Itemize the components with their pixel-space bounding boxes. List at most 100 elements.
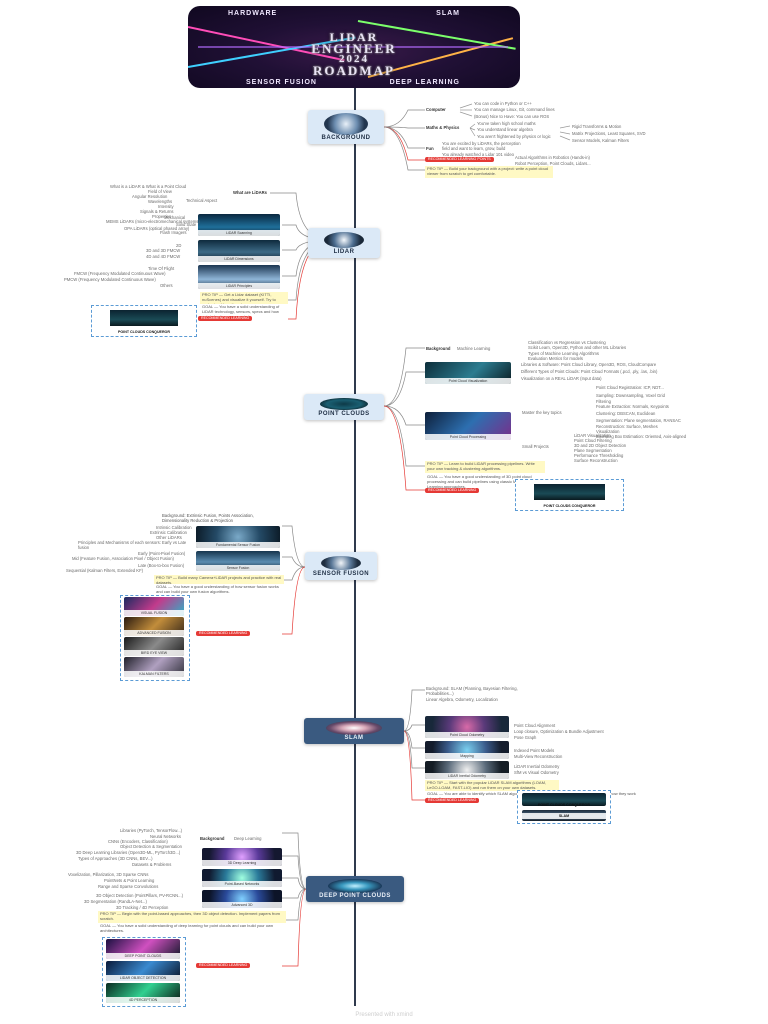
point-cloud-odometry-thumbnail[interactable]: Point Cloud Odometry xyxy=(425,716,509,738)
leaf: Actual Algorithms in Robotics (Hands-in) xyxy=(515,155,590,160)
recommended-learning-pill[interactable]: RECOMMENDED LEARNING xyxy=(196,963,251,968)
leaf: SfM vs Visual Odometry xyxy=(514,770,559,775)
3d-deep-learning-thumbnail[interactable]: 3D Deep Learning xyxy=(202,848,282,866)
hub-slam[interactable]: SLAM xyxy=(304,718,404,744)
hub-point-clouds[interactable]: POINT CLOUDS xyxy=(304,394,384,420)
banner-corner-slam: SLAM xyxy=(436,10,460,17)
course-card-point-clouds-conqueror[interactable]: POINT CLOUDS CONQUEROR xyxy=(91,305,197,337)
course-title: SLAM xyxy=(522,813,606,819)
leaf: You are excited by LiDARs, the perceptio… xyxy=(442,141,521,146)
course-title: DEEP POINT CLOUDS xyxy=(106,953,180,959)
branch-line xyxy=(282,888,307,967)
leaf: Loop closure, Optimization & Bundle Adju… xyxy=(514,729,604,734)
hub-label: SENSOR FUSION xyxy=(312,571,370,577)
leaf: Intensity xyxy=(158,204,174,209)
branch-line xyxy=(282,566,306,581)
leaf: What is a LiDAR & What is a Point Cloud xyxy=(110,184,187,189)
leaf: Sequential (Kalman Filters, Extended KF) xyxy=(66,568,144,573)
leaf: Surface Reconstruction xyxy=(574,458,618,463)
branch-line xyxy=(383,371,425,407)
point-cloud-processing-thumbnail[interactable]: Point Cloud Processing xyxy=(425,412,511,440)
recommended-learning-pill[interactable]: RECOMMENDED LEARNING xyxy=(196,631,251,636)
lidar-object-detection-course[interactable]: LIDAR OBJECT DETECTION xyxy=(106,961,180,981)
kalman-filters-course[interactable]: KALMAN FILTERS xyxy=(124,657,184,677)
lidar-dimensions-thumbnail[interactable]: LiDAR Dimensions xyxy=(198,240,280,262)
course-title: KALMAN FILTERS xyxy=(124,671,184,677)
branch-line xyxy=(383,347,425,407)
lidar-inertial-odometry-thumbnail[interactable]: LiDAR Inertial Odometry xyxy=(425,761,509,779)
recommended-learning-pill[interactable]: RECOMMENDED LEARNING xyxy=(425,488,480,493)
pro-tip: PRO TIP — Learn to build LiDAR processin… xyxy=(425,461,545,473)
hub-label: BACKGROUND xyxy=(321,135,371,141)
node-what-are-lidars: What are LiDARs xyxy=(233,190,267,195)
leaf: LiDAR Visualization xyxy=(574,433,611,438)
leaf: Neural Networks xyxy=(150,834,181,839)
node-background: Background xyxy=(426,346,451,351)
leaf: Feature Extraction: Normals, Keypoints xyxy=(596,404,669,409)
leaf: You already watched a Lidar 101 video xyxy=(442,152,515,157)
branch-line xyxy=(383,126,425,149)
course-stack-slam[interactable]: POINT CLOUDS CONQUEROR SLAM xyxy=(517,790,611,824)
hub-label: SLAM xyxy=(344,735,364,741)
hub-lidar[interactable]: LIDAR xyxy=(308,228,380,258)
leaf: Voxelization, Pillarization, 3D Sparse C… xyxy=(68,872,149,877)
bird-eye-view-course[interactable]: BIRD EYE VIEW xyxy=(124,637,184,656)
leaf: Object Detection & Segmentation xyxy=(120,844,182,849)
course-card-point-clouds-conqueror[interactable]: POINT CLOUDS CONQUEROR xyxy=(515,479,624,511)
leaf: Flash Imagers xyxy=(160,230,187,235)
leaf: Linear Algebra, Odometry, Localization xyxy=(426,697,498,702)
recommended-learning-pill[interactable]: RECOMMENDED LEARNING xyxy=(425,798,480,803)
hub-background[interactable]: BACKGROUND xyxy=(308,110,384,144)
leaf: Sampling: Downsampling, Voxel Grid xyxy=(596,393,665,398)
goal-note: GOAL — You have a good understanding of … xyxy=(154,584,284,596)
fundamental-sensor-fusion-thumbnail[interactable]: Fundamental Sensor Fusion xyxy=(196,526,280,548)
lidar-scanning-thumbnail[interactable]: LiDAR Scanning xyxy=(198,214,280,236)
advanced-fusion-course[interactable]: ADVANCED FUSION xyxy=(124,617,184,636)
leaf: Late (Box-to-box Fusion) xyxy=(138,563,185,568)
leaf: Clustering: DBSCAN, Euclidean xyxy=(596,411,656,416)
roadmap-banner: HARDWARE SLAM SENSOR FUSION DEEP LEARNIN… xyxy=(188,6,520,88)
branch-line xyxy=(383,109,425,128)
point-cloud-visualization-thumbnail[interactable]: Point Cloud Visualization xyxy=(425,362,511,384)
deep-point-clouds-course[interactable]: DEEP POINT CLOUDS xyxy=(106,939,180,959)
leaf: Libraries (PyTorch, TensorFlow...) xyxy=(120,828,183,833)
leaf: Background: SLAM (Planning, Bayesian Fil… xyxy=(426,686,518,696)
banner-title-line-2: ENGINEER xyxy=(311,41,397,56)
recommended-learning-pill[interactable]: RECOMMENDED LEARNING xyxy=(198,316,253,321)
mapping-thumbnail[interactable]: Mapping xyxy=(425,741,509,759)
leaf: LiDAR Inertial Odometry xyxy=(514,764,560,769)
leaf: You understand linear algebra xyxy=(477,127,533,132)
4d-perception-course[interactable]: 4D PERCEPTION xyxy=(106,983,180,1003)
node-technical-aspect: Technical Aspect xyxy=(186,198,218,203)
leaf: Segmentation: Plane segmentation, RANSAC xyxy=(596,418,681,423)
course-title: LIDAR OBJECT DETECTION xyxy=(106,975,180,981)
course-title: 4D PERCEPTION xyxy=(106,997,180,1003)
banner-title-line-4: ROADMAP xyxy=(313,63,395,78)
point-based-networks-thumbnail[interactable]: Point-Based Networks xyxy=(202,869,282,887)
leaf: Scikit Learn, Open3D, Python and other M… xyxy=(528,345,627,350)
leaf: Filtering xyxy=(596,399,611,404)
point-clouds-emblem-icon xyxy=(320,398,368,411)
thumbnail-caption: LiDAR Principles xyxy=(198,283,280,289)
leaf: Matrix Projections, Least Squares, SVD xyxy=(572,131,646,136)
visual-fusion-course[interactable]: VISUAL FUSION xyxy=(124,597,184,616)
hub-label: DEEP POINT CLOUDS xyxy=(319,893,391,899)
thumbnail-caption: 3D Deep Learning xyxy=(202,860,282,866)
course-image xyxy=(522,793,606,806)
hub-sensor-fusion[interactable]: SENSOR FUSION xyxy=(305,552,377,580)
branch-line xyxy=(282,832,307,890)
leaf: Types of Machine Learning Algorithms xyxy=(528,351,599,356)
pro-tip: PRO TIP — Start with the popular LiDAR S… xyxy=(425,780,559,792)
recommended-learning-pill[interactable]: RECOMMENDED LEARNING POINTS xyxy=(425,157,494,162)
hub-deep-point-clouds[interactable]: DEEP POINT CLOUDS xyxy=(306,876,404,902)
leaf: Performance Thresholding xyxy=(574,453,624,458)
advanced-3d-thumbnail[interactable]: Advanced 3D xyxy=(202,890,282,908)
leaf: Principles and Mechanisms of each sensor… xyxy=(78,540,187,550)
leaf: Extrinsic Calibration xyxy=(150,530,188,535)
branch-line xyxy=(383,126,425,171)
leaf: Different Types of Point Clouds: Point C… xyxy=(521,369,658,374)
sensor-fusion-thumbnail[interactable]: Sensor Fusion xyxy=(196,551,280,571)
lidar-principles-thumbnail[interactable]: LiDAR Principles xyxy=(198,265,280,289)
course-title: POINT CLOUDS CONQUEROR xyxy=(543,504,596,508)
